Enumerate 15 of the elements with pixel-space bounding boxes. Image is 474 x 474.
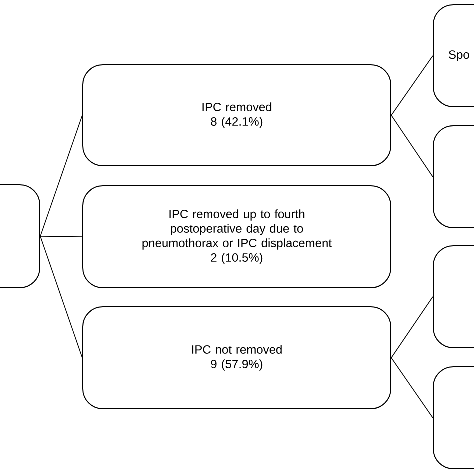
connector-line xyxy=(40,236,83,238)
connector-line xyxy=(391,296,434,358)
empty-box xyxy=(433,126,474,228)
process-box: IPC removed up to fourth postoperative day due to pneumothorax or IPC displacement 2 (10.5%) xyxy=(82,186,392,288)
empty-box xyxy=(433,246,474,348)
connector-line xyxy=(391,115,434,178)
empty-box xyxy=(0,184,40,288)
process-box: IPC removed 8 (42.1%) xyxy=(82,64,392,166)
empty-box xyxy=(433,366,474,470)
connector-line xyxy=(40,236,83,358)
process-box: IPC not removed 9 (57.9%) xyxy=(82,306,392,410)
connector-line xyxy=(391,358,434,418)
process-box: Spo xyxy=(433,4,474,108)
connector-line xyxy=(391,56,434,116)
connector-line xyxy=(40,115,83,237)
